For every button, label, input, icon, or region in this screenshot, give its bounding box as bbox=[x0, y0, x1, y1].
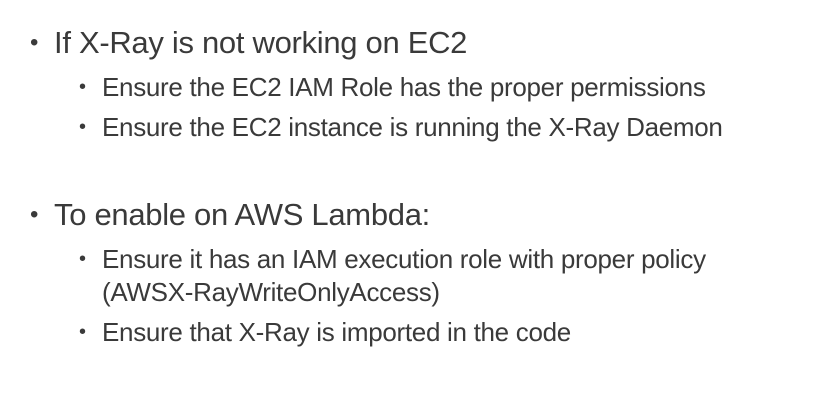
ec2-heading-text: If X-Ray is not working on EC2 bbox=[54, 25, 468, 60]
bullet-dot-icon: • bbox=[30, 29, 39, 56]
bullet-dot-icon: • bbox=[79, 248, 86, 270]
bullet-dot-icon: • bbox=[30, 201, 39, 228]
ec2-iam-role-text: Ensure the EC2 IAM Role has the proper p… bbox=[102, 72, 706, 102]
ec2-daemon-text: Ensure the EC2 instance is running the X… bbox=[102, 112, 723, 142]
bullet-ec2-daemon: • Ensure the EC2 instance is running the… bbox=[0, 111, 826, 144]
bullet-dot-icon: • bbox=[79, 76, 86, 98]
bullet-ec2-heading: • If X-Ray is not working on EC2 bbox=[0, 22, 826, 64]
bullet-lambda-heading: • To enable on AWS Lambda: bbox=[0, 194, 826, 236]
ec2-sublist-wrapper: • Ensure the EC2 IAM Role has the proper… bbox=[0, 71, 826, 144]
bullet-dot-icon: • bbox=[79, 321, 86, 343]
bullet-ec2-iam-role: • Ensure the EC2 IAM Role has the proper… bbox=[0, 71, 826, 104]
section-lambda: • To enable on AWS Lambda: • Ensure it h… bbox=[0, 194, 826, 349]
lambda-execution-role-text: Ensure it has an IAM execution role with… bbox=[102, 244, 706, 274]
lambda-xray-import-text: Ensure that X-Ray is imported in the cod… bbox=[102, 317, 571, 347]
section-ec2: • If X-Ray is not working on EC2 • Ensur… bbox=[0, 22, 826, 144]
lambda-policy-name-text: (AWSX-RayWriteOnlyAccess) bbox=[102, 277, 440, 307]
bullet-dot-icon: • bbox=[79, 116, 86, 138]
lambda-sublist-wrapper: • Ensure it has an IAM execution role wi… bbox=[0, 243, 826, 349]
lambda-sublist: • Ensure it has an IAM execution role wi… bbox=[0, 243, 826, 349]
ec2-sublist: • Ensure the EC2 IAM Role has the proper… bbox=[0, 71, 826, 144]
lambda-heading-text: To enable on AWS Lambda: bbox=[54, 197, 430, 232]
bullet-lambda-execution-role: • Ensure it has an IAM execution role wi… bbox=[0, 243, 826, 309]
bullet-lambda-xray-import: • Ensure that X-Ray is imported in the c… bbox=[0, 316, 826, 349]
